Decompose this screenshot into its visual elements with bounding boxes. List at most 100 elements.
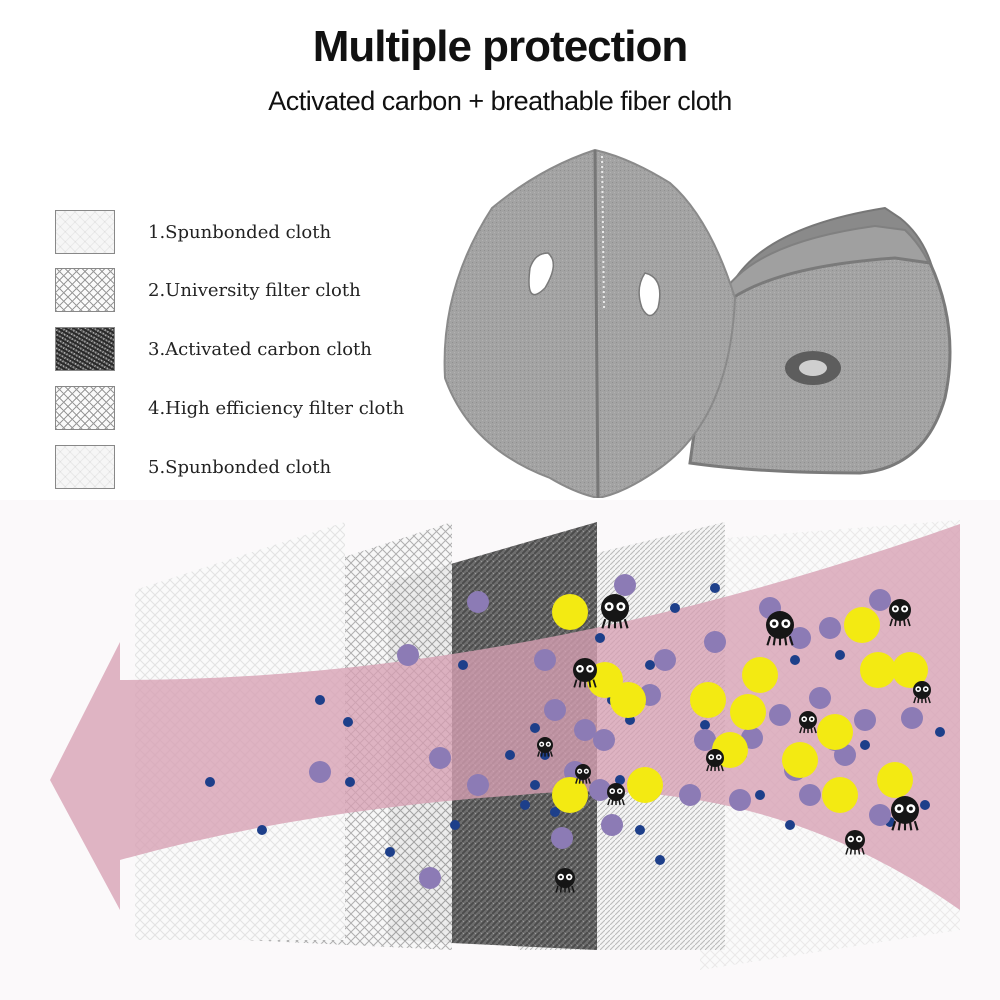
medium-particle (799, 784, 821, 806)
bacteria-icon (555, 868, 575, 893)
airflow-arrow (50, 524, 960, 910)
small-particle (645, 660, 655, 670)
medium-particle (694, 729, 716, 751)
bacteria-icon (575, 764, 591, 784)
breathing-hole (528, 252, 554, 296)
medium-particle (574, 719, 596, 741)
mask-body (443, 148, 737, 498)
large-particle (782, 742, 818, 778)
medium-particle (601, 814, 623, 836)
filter-cloth-swatch (55, 268, 115, 312)
legend-item: 1.Spunbonded cloth (55, 210, 475, 256)
large-particle (817, 714, 853, 750)
small-particle (257, 825, 267, 835)
medium-particle (589, 779, 611, 801)
small-particle (615, 775, 625, 785)
small-particle (450, 820, 460, 830)
small-particle (530, 780, 540, 790)
small-particle (920, 800, 930, 810)
medium-particle (551, 827, 573, 849)
high-efficiency-swatch (55, 386, 115, 430)
small-particle (458, 660, 468, 670)
bacteria-icon (799, 711, 817, 734)
legend-item: 4.High efficiency filter cloth (55, 386, 475, 432)
large-particle (552, 777, 588, 813)
particles (205, 574, 945, 893)
small-particle (655, 855, 665, 865)
bacteria-icon (891, 796, 919, 831)
legend-label: 1.Spunbonded cloth (148, 222, 332, 243)
small-particle (835, 650, 845, 660)
small-particle (670, 603, 680, 613)
medium-particle (544, 699, 566, 721)
medium-particle (534, 649, 556, 671)
small-particle (860, 740, 870, 750)
breathing-hole (638, 272, 661, 317)
legend-label: 2.University filter cloth (148, 280, 361, 301)
legend-label: 3.Activated carbon cloth (148, 339, 372, 360)
small-particle (700, 720, 710, 730)
large-particle (627, 767, 663, 803)
bacteria-icon (913, 681, 931, 704)
bacteria-icon (889, 599, 911, 627)
small-particle (520, 800, 530, 810)
small-particle (345, 777, 355, 787)
large-particle (844, 607, 880, 643)
small-particle (205, 777, 215, 787)
small-particle (755, 790, 765, 800)
spunbonded-cloth-swatch (55, 445, 115, 489)
medium-particle (834, 744, 856, 766)
medium-particle (729, 789, 751, 811)
large-particle (860, 652, 896, 688)
legend-item: 3.Activated carbon cloth (55, 327, 475, 373)
bacteria-icons (537, 594, 931, 893)
medium-particle (704, 631, 726, 653)
mask-illustration (443, 148, 952, 498)
bacteria-icon (537, 737, 553, 757)
medium-particle (309, 761, 331, 783)
small-particle (595, 633, 605, 643)
page-subtitle: Activated carbon + breathable fiber clot… (268, 86, 732, 116)
medium-particle (467, 591, 489, 613)
medium-particle (397, 644, 419, 666)
large-particle (877, 762, 913, 798)
medium-particle (869, 589, 891, 611)
large-particle (730, 694, 766, 730)
large-particle (552, 594, 588, 630)
legend-item: 2.University filter cloth (55, 268, 475, 314)
small-particle (530, 723, 540, 733)
legend-label: 5.Spunbonded cloth (148, 457, 332, 478)
medium-particle (614, 574, 636, 596)
small-particle (790, 655, 800, 665)
activated-carbon-swatch (55, 327, 115, 371)
small-particle (785, 820, 795, 830)
legend-label: 4.High efficiency filter cloth (148, 398, 405, 419)
bacteria-icon (706, 749, 724, 772)
large-particle (742, 657, 778, 693)
medium-particle (819, 617, 841, 639)
small-particle (710, 583, 720, 593)
small-particle (315, 695, 325, 705)
bacteria-icon (601, 594, 629, 629)
medium-particle (419, 867, 441, 889)
small-particle (505, 750, 515, 760)
medium-particle (869, 804, 891, 826)
large-particle (892, 652, 928, 688)
page-title: Multiple protection (312, 22, 689, 71)
medium-particle (789, 627, 811, 649)
medium-particle (854, 709, 876, 731)
filter-pads (688, 206, 952, 475)
spunbonded-cloth-swatch (55, 210, 115, 254)
bacteria-icon (573, 658, 597, 688)
medium-particle (654, 649, 676, 671)
medium-particle (901, 707, 923, 729)
legend-item: 5.Spunbonded cloth (55, 445, 475, 491)
filtration-diagram (0, 500, 1000, 1000)
medium-particle (679, 784, 701, 806)
medium-particle (809, 687, 831, 709)
medium-particle (429, 747, 451, 769)
bacteria-icon (766, 611, 794, 646)
bacteria-icon (845, 830, 865, 855)
bacteria-icon (607, 783, 625, 806)
small-particle (935, 727, 945, 737)
